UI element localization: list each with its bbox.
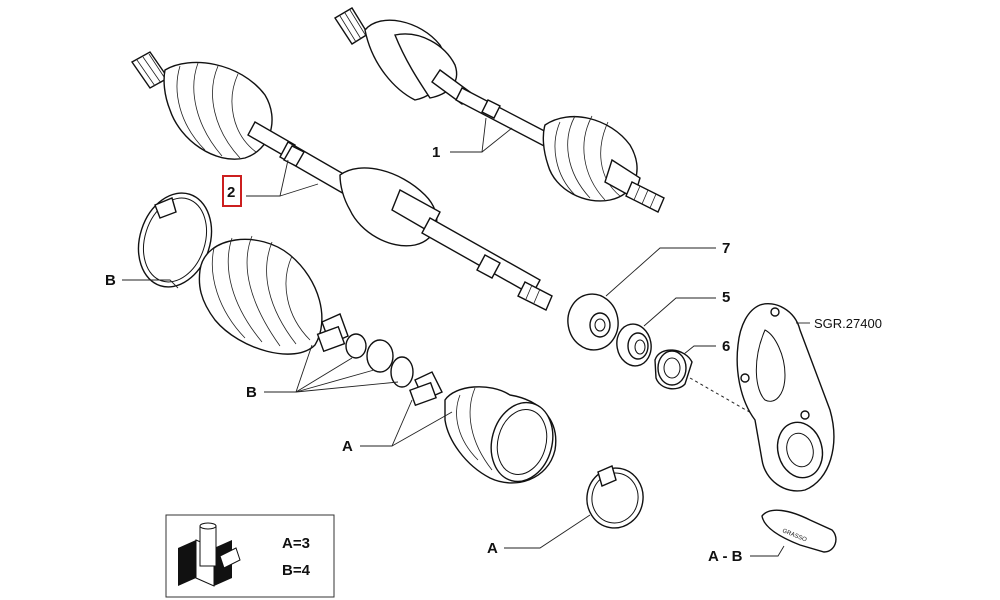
boot-small-a[interactable]: [444, 386, 561, 489]
label-ref-code: SGR.27400: [814, 316, 882, 331]
support-bracket[interactable]: [736, 303, 835, 492]
assembly-axis-line: [689, 377, 761, 419]
legend-a-qty: A=3: [282, 535, 310, 552]
label-part-7: 7: [722, 240, 730, 257]
seal-ring-7[interactable]: [564, 290, 623, 354]
label-grease: A - B: [708, 548, 743, 565]
label-part-2: 2: [227, 184, 235, 201]
label-b-clamp: B: [105, 272, 116, 289]
bushing-6[interactable]: [654, 349, 693, 390]
bearing-5[interactable]: [614, 321, 655, 368]
boot-large[interactable]: [198, 235, 349, 355]
part-2-highlight-box: [222, 175, 242, 207]
leader-lines: [122, 117, 810, 557]
clamp-a[interactable]: [582, 464, 648, 533]
legend-b-qty: B=4: [282, 562, 311, 579]
clamp-b[interactable]: [127, 184, 223, 297]
bearing-parts-a[interactable]: [409, 371, 443, 407]
label-part-1: 1: [432, 144, 440, 161]
kit-box-icon: [178, 522, 241, 587]
label-b-rings: B: [246, 384, 257, 401]
label-part-6: 6: [722, 338, 730, 355]
label-a-clamp: A: [487, 540, 498, 557]
label-part-5: 5: [722, 289, 730, 306]
grease-tube[interactable]: GRASSO: [761, 509, 837, 553]
quantity-legend: A=3 B=4: [165, 514, 335, 598]
snap-rings-b[interactable]: [345, 333, 414, 388]
label-a-parts: A: [342, 438, 353, 455]
drive-shaft-2[interactable]: [130, 51, 553, 311]
drive-shaft-1[interactable]: [334, 7, 665, 213]
